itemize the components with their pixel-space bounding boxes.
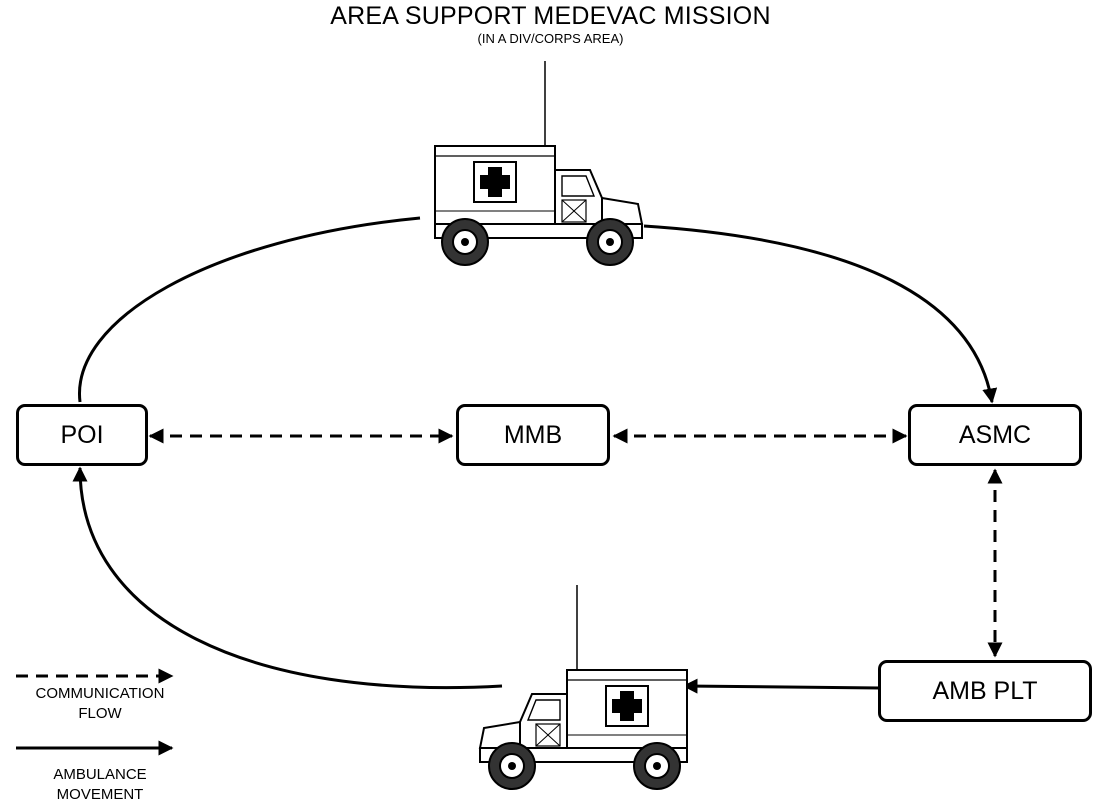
diagram-title: AREA SUPPORT MEDEVAC MISSION <box>330 2 771 30</box>
poi-node: POI <box>16 404 148 466</box>
amb-plt-node: AMB PLT <box>878 660 1092 722</box>
mmb-node: MMB <box>456 404 610 466</box>
asmc-node: ASMC <box>908 404 1082 466</box>
ambulance-bottom-icon <box>479 584 688 790</box>
legend-communication-label: COMMUNICATION FLOW <box>35 685 165 722</box>
movement-path-poi-to-top-ambulance <box>78 216 421 403</box>
legend-movement-label: AMBULANCE MOVEMENT <box>53 766 147 803</box>
movement-path-amb-plt-to-bottom-ambulance <box>682 678 881 694</box>
movement-path-bottom-ambulance-to-poi <box>72 466 503 690</box>
movement-path-top-ambulance-to-asmc <box>643 224 998 404</box>
ambulance-top-icon <box>434 60 643 266</box>
diagram-subtitle: (IN A DIV/CORPS AREA) <box>477 31 624 46</box>
